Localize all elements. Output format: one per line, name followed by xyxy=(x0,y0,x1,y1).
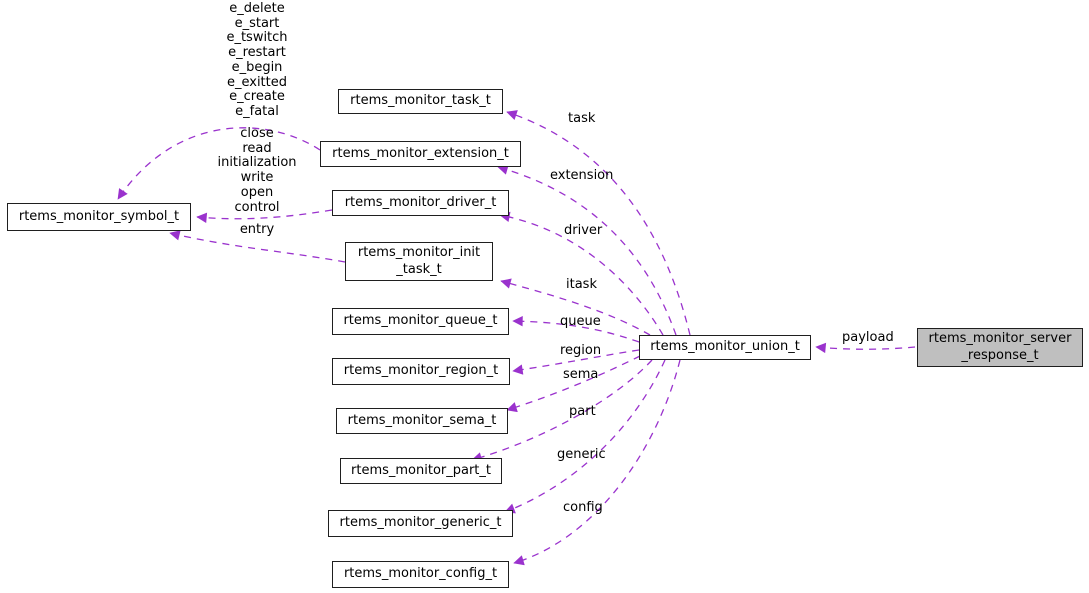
edge-union-to-init-task xyxy=(500,278,651,336)
edge-label-entry: entry xyxy=(239,222,275,237)
node-rtems-monitor-union-t[interactable]: rtems_monitor_union_t xyxy=(639,335,811,360)
edge-label-task: task xyxy=(568,111,596,126)
edge-init-task-to-symbol xyxy=(169,230,346,263)
edge-label-driver: driver xyxy=(564,223,603,238)
edge-union-to-region xyxy=(512,349,640,375)
edge-label-queue: queue xyxy=(560,314,601,329)
edge-label-config: config xyxy=(563,500,603,515)
edge-label-region: region xyxy=(560,343,602,358)
node-rtems-monitor-sema-t[interactable]: rtems_monitor_sema_t xyxy=(336,408,508,434)
node-rtems-monitor-server-response-t: rtems_monitor_server _response_t xyxy=(917,328,1083,367)
edge-label-extension: extension xyxy=(550,168,614,183)
edge-union-to-extension xyxy=(497,164,677,336)
edge-label-itask: itask xyxy=(566,277,597,292)
node-rtems-monitor-init-task-t[interactable]: rtems_monitor_init _task_t xyxy=(345,242,493,281)
node-rtems-monitor-symbol-t[interactable]: rtems_monitor_symbol_t xyxy=(7,203,191,231)
node-rtems-monitor-driver-t[interactable]: rtems_monitor_driver_t xyxy=(332,190,509,216)
edge-union-to-generic xyxy=(504,359,666,514)
edge-union-to-part xyxy=(471,359,653,463)
edge-union-to-config xyxy=(513,359,681,566)
node-rtems-monitor-config-t[interactable]: rtems_monitor_config_t xyxy=(332,561,509,588)
node-rtems-monitor-extension-t[interactable]: rtems_monitor_extension_t xyxy=(320,141,521,167)
node-rtems-monitor-task-t[interactable]: rtems_monitor_task_t xyxy=(338,89,503,114)
edge-label-extension-members: e_delete e_start e_tswitch e_restart e_b… xyxy=(226,1,288,119)
edge-label-payload: payload xyxy=(842,330,894,345)
node-rtems-monitor-part-t[interactable]: rtems_monitor_part_t xyxy=(340,458,502,484)
node-rtems-monitor-region-t[interactable]: rtems_monitor_region_t xyxy=(332,358,510,385)
edge-label-driver-members: close read initialization write open con… xyxy=(217,126,297,215)
edge-union-to-driver xyxy=(499,211,664,336)
edge-driver-to-symbol xyxy=(196,209,333,224)
edge-label-generic: generic xyxy=(557,447,606,462)
edge-label-sema: sema xyxy=(563,367,599,382)
edge-union-to-queue xyxy=(512,316,640,343)
edge-union-to-task xyxy=(506,110,691,336)
edge-server-response-to-union xyxy=(815,342,916,354)
edge-label-part: part xyxy=(569,404,596,419)
edge-union-to-sema xyxy=(506,355,641,413)
node-rtems-monitor-generic-t[interactable]: rtems_monitor_generic_t xyxy=(328,510,513,537)
node-rtems-monitor-queue-t[interactable]: rtems_monitor_queue_t xyxy=(332,308,509,335)
